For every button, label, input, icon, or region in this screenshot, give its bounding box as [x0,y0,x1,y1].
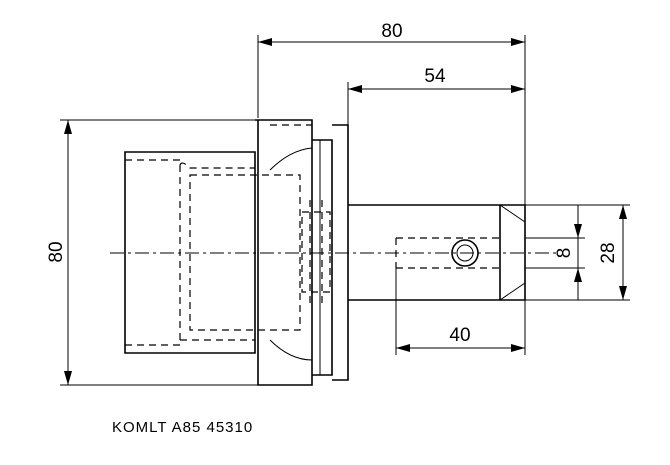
arrow-bottom [574,268,582,282]
dim-bore-depth: 40 [395,268,526,355]
arrow-left [348,85,362,93]
dim-shank-diameter: 28 [525,204,630,301]
flange-groove [312,139,333,376]
hidden-screw [301,211,331,293]
arrow-top [64,120,72,134]
arrow-top [619,205,627,219]
shank [348,204,526,301]
arrow-top [574,224,582,238]
holder-body-outline [124,119,349,386]
dim-flange-height: 80 [46,119,258,386]
arrow-left [258,38,272,46]
arrow-bottom [64,371,72,385]
flange-left [255,119,313,386]
hidden-lines [125,124,331,346]
overall-length-label: 80 [381,21,402,42]
groove-curve-bottom [269,339,313,361]
arrow-right [511,85,525,93]
taper-body [124,151,256,354]
dim-bore-diameter: 8 [525,205,585,300]
arrow-left [396,344,410,352]
dim-overall-length: 80 [257,21,526,205]
shank-diameter-label: 28 [598,242,619,263]
arrow-right [511,38,525,46]
hidden-bore-top [179,162,255,169]
bore-diameter-label: 8 [554,248,575,259]
chamfer-top [499,204,526,223]
hidden-cavity [189,174,301,331]
shank-length-label: 54 [424,66,446,87]
drawing-caption: KOMLT A85 45310 [112,419,253,436]
bore-depth-label: 40 [449,325,470,346]
arrow-bottom [619,286,627,300]
groove-curve-top [269,147,313,171]
arrow-right [511,344,525,352]
chamfer-bottom [499,282,526,301]
flange-height-label: 80 [46,241,67,262]
shank-outline [348,204,526,301]
dim-shank-length: 54 [347,66,525,125]
